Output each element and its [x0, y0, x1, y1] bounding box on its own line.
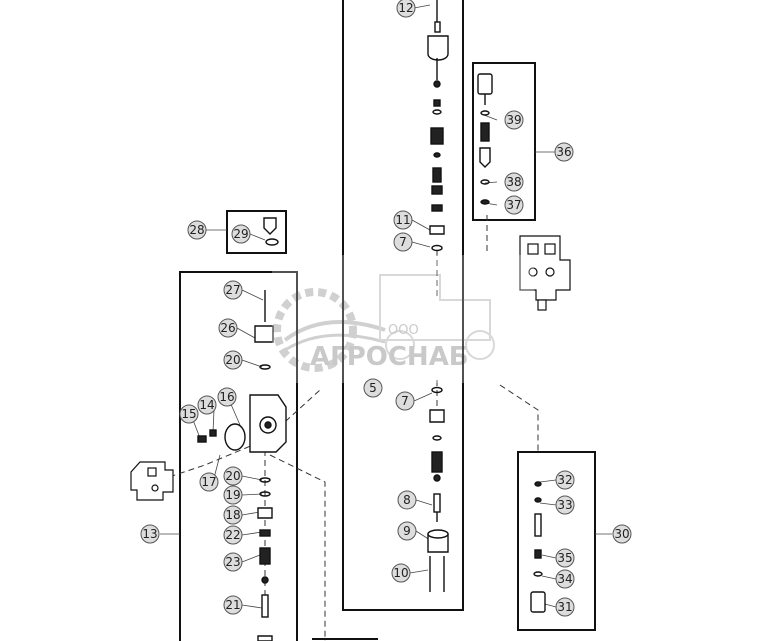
- callout-11: 11: [393, 210, 413, 230]
- callout-10: 10: [391, 563, 411, 583]
- svg-text:20: 20: [225, 469, 240, 483]
- callout-27: 27: [223, 280, 243, 300]
- svg-text:17: 17: [201, 475, 216, 489]
- svg-text:32: 32: [557, 473, 572, 487]
- callout-32: 32: [555, 470, 575, 490]
- callout-8: 8: [397, 490, 417, 510]
- svg-text:35: 35: [557, 551, 572, 565]
- group-30-parts: [530, 481, 546, 613]
- callout-28: 28: [187, 220, 207, 240]
- callout-31: 31: [555, 597, 575, 617]
- callout-29: 29: [231, 224, 251, 244]
- callout-30: 30: [612, 524, 632, 544]
- callout-37: 37: [504, 195, 524, 215]
- valve-assembly-right: [519, 235, 571, 311]
- svg-text:18: 18: [225, 508, 240, 522]
- callout-38: 38: [504, 172, 524, 192]
- svg-text:5: 5: [369, 381, 377, 395]
- frame-group-28: [226, 210, 287, 254]
- svg-text:11: 11: [395, 213, 410, 227]
- callout-33: 33: [555, 495, 575, 515]
- frame-center-column: [342, 0, 464, 611]
- callout-18: 18: [223, 505, 243, 525]
- svg-text:7: 7: [399, 235, 407, 249]
- svg-text:12: 12: [398, 1, 413, 15]
- center-column-parts: [427, 0, 449, 592]
- svg-text:20: 20: [225, 353, 240, 367]
- svg-text:13: 13: [142, 527, 157, 541]
- svg-text:31: 31: [557, 600, 572, 614]
- callout-39: 39: [504, 110, 524, 130]
- left-column-parts: [197, 290, 287, 641]
- svg-text:16: 16: [219, 390, 234, 404]
- svg-text:36: 36: [556, 145, 571, 159]
- frame-left-column: [179, 271, 298, 641]
- callout-14: 14: [197, 395, 217, 415]
- svg-text:27: 27: [225, 283, 240, 297]
- svg-text:14: 14: [199, 398, 214, 412]
- watermark-company-name: АГРОСНАБ: [310, 342, 469, 372]
- watermark-logo: ООО АГРОСНАБ: [272, 255, 534, 383]
- callout-26: 26: [218, 318, 238, 338]
- svg-text:28: 28: [189, 223, 204, 237]
- callout-12: 12: [396, 0, 416, 18]
- callout-23: 23: [223, 552, 243, 572]
- svg-text:29: 29: [233, 227, 248, 241]
- svg-text:19: 19: [225, 488, 240, 502]
- group-28-parts: [263, 217, 279, 246]
- callout-19: 19: [223, 485, 243, 505]
- svg-text:15: 15: [181, 407, 196, 421]
- svg-text:21: 21: [225, 598, 240, 612]
- callout-7-lower: 7: [395, 391, 415, 411]
- group-36-parts: [477, 73, 493, 205]
- frame-group-30: [517, 451, 596, 631]
- svg-text:8: 8: [403, 493, 411, 507]
- callout-15: 15: [179, 404, 199, 424]
- callout-16: 16: [217, 387, 237, 407]
- callout-20-lower: 20: [223, 466, 243, 486]
- svg-text:38: 38: [506, 175, 521, 189]
- svg-text:9: 9: [403, 524, 411, 538]
- callout-7-upper: 7: [393, 232, 413, 252]
- watermark-company-prefix: ООО: [388, 323, 419, 338]
- callout-13: 13: [140, 524, 160, 544]
- svg-text:7: 7: [401, 394, 409, 408]
- svg-text:39: 39: [506, 113, 521, 127]
- callout-20-upper: 20: [223, 350, 243, 370]
- callout-9: 9: [397, 521, 417, 541]
- callout-17: 17: [199, 472, 219, 492]
- callout-34: 34: [555, 569, 575, 589]
- svg-text:33: 33: [557, 498, 572, 512]
- callout-21: 21: [223, 595, 243, 615]
- svg-text:23: 23: [225, 555, 240, 569]
- svg-text:37: 37: [506, 198, 521, 212]
- frame-group-36: [472, 62, 536, 221]
- svg-text:10: 10: [393, 566, 408, 580]
- callout-5: 5: [363, 378, 383, 398]
- callout-35: 35: [555, 548, 575, 568]
- callout-36: 36: [554, 142, 574, 162]
- callout-22: 22: [223, 525, 243, 545]
- svg-text:34: 34: [557, 572, 572, 586]
- svg-text:22: 22: [225, 528, 240, 542]
- svg-text:26: 26: [220, 321, 235, 335]
- valve-assembly-left: [130, 461, 174, 501]
- svg-text:30: 30: [614, 527, 629, 541]
